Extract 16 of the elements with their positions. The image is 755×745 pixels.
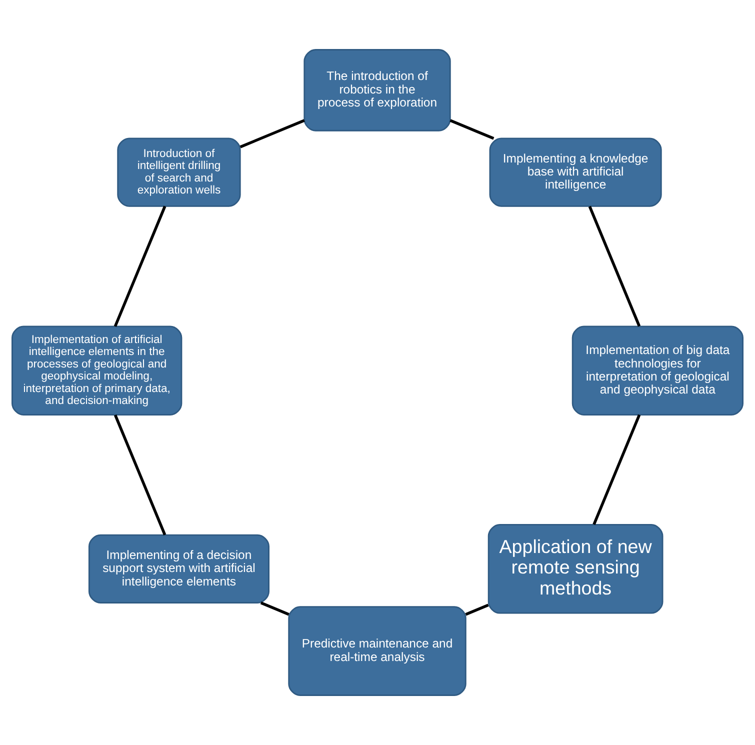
- node-box: Implementation of artificial intelligence elements in the processes of geological and geophysical modeling, interpretation of primary data, and decision-making: [12, 326, 182, 416]
- node-box: Introduction of intelligent drilling of search and exploration wells: [117, 138, 241, 207]
- node-box: Implementing a knowledge base with artificial intelligence: [489, 138, 662, 207]
- node-box: Application of new remote sensing methods: [488, 524, 664, 614]
- connector: [240, 119, 305, 148]
- node-box: The introduction of robotics in the process of exploration: [304, 49, 451, 132]
- connector: [260, 602, 290, 616]
- connector: [465, 604, 489, 616]
- node-box: Predictive maintenance and real-time analysis: [288, 606, 466, 696]
- connector: [114, 206, 166, 327]
- node-box: Implementation of big data technologies for interpretation of geological and geophysical data: [572, 326, 744, 416]
- node-box: Implementing of a decision support system with artificial intelligence elements: [88, 534, 270, 604]
- connector: [114, 414, 166, 536]
- connector: [450, 119, 494, 140]
- connector: [592, 414, 641, 525]
- connector: [588, 206, 641, 327]
